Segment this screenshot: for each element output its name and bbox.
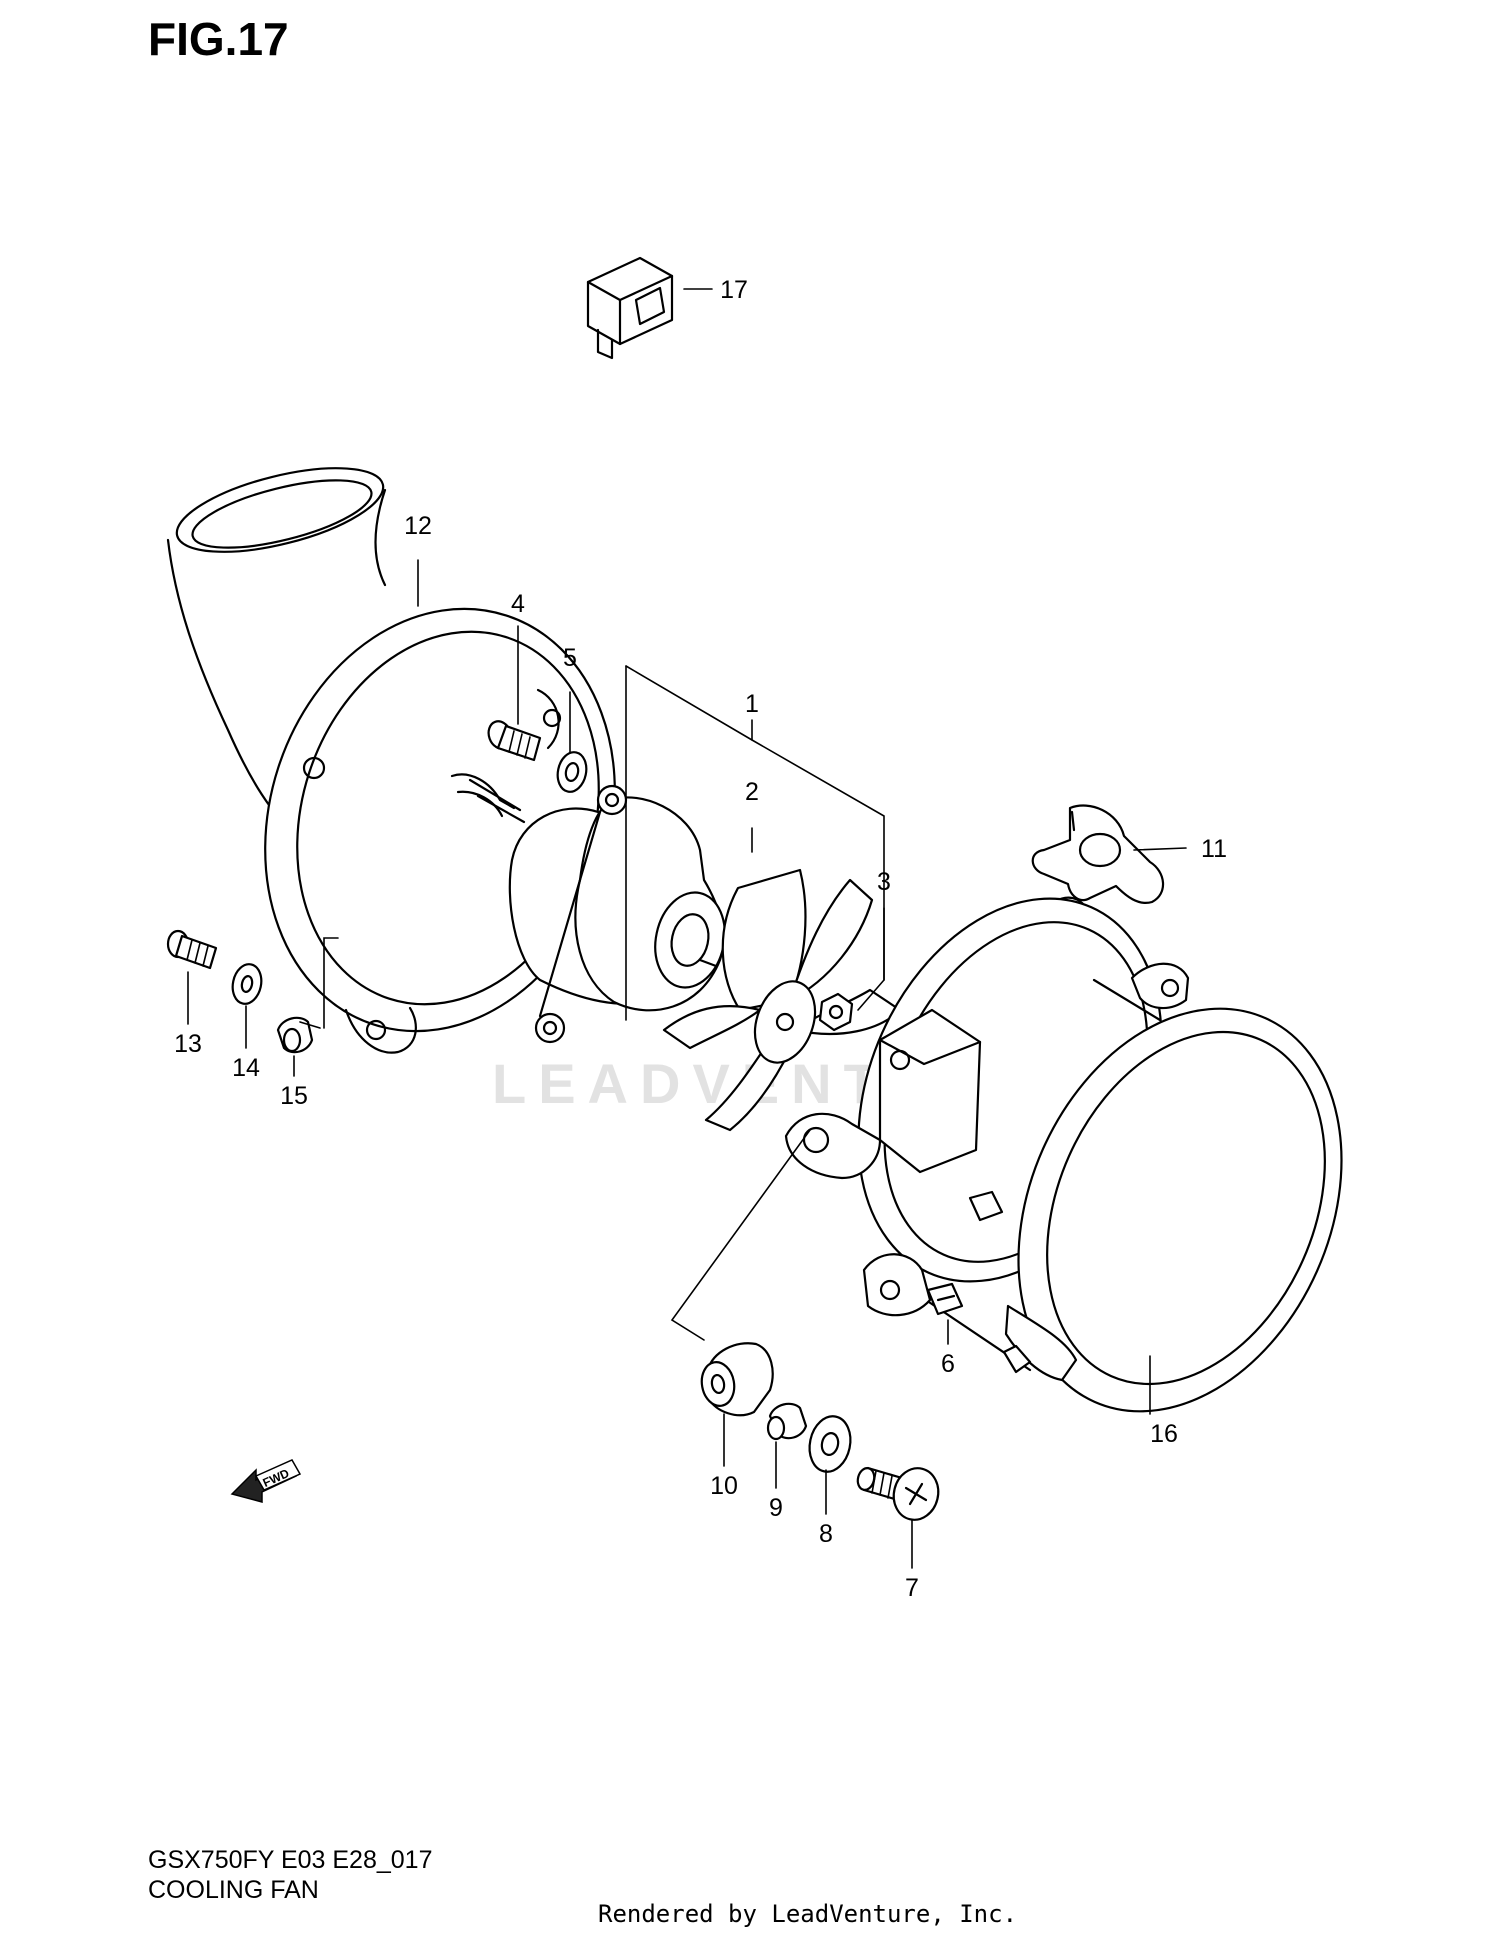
part-2-fan-blade <box>662 868 902 1132</box>
part-5-washer <box>556 751 588 793</box>
render-credit: Rendered by LeadVenture, Inc. <box>598 1900 1018 1928</box>
callout-16: 16 <box>1150 1420 1178 1448</box>
model-code: GSX750FY E03 E28_017 <box>148 1846 433 1874</box>
callout-3: 3 <box>877 868 891 896</box>
callout-4: 4 <box>511 590 525 618</box>
part-17-relay <box>586 256 674 360</box>
leader-lines <box>187 288 1187 1569</box>
part-16-fan-housing <box>784 897 1343 1413</box>
callout-labels: 1 2 3 4 5 6 7 8 9 10 11 12 13 14 15 16 1… <box>174 276 1227 1602</box>
part-13-bolt <box>166 929 218 970</box>
section-name: COOLING FAN <box>148 1876 319 1904</box>
callout-12: 12 <box>404 512 432 540</box>
callout-17: 17 <box>720 276 748 304</box>
callout-10: 10 <box>710 1472 738 1500</box>
callout-1: 1 <box>745 690 759 718</box>
callout-5: 5 <box>563 644 577 672</box>
callout-11: 11 <box>1201 835 1227 863</box>
part-15-collar <box>276 1016 314 1054</box>
callout-14: 14 <box>232 1054 260 1082</box>
part-10-grommet <box>700 1342 774 1417</box>
part-6-clip <box>926 1282 964 1316</box>
part-1-fan-motor <box>468 778 726 1044</box>
callout-8: 8 <box>819 1520 833 1548</box>
callout-2: 2 <box>745 778 759 806</box>
part-9-collar <box>766 1402 808 1441</box>
callout-7: 7 <box>905 1574 919 1602</box>
fwd-label: FWD <box>261 1466 292 1490</box>
fwd-direction-arrow: FWD <box>230 1459 302 1503</box>
figure-title: FIG.17 <box>148 13 289 65</box>
part-3-nut <box>818 992 854 1032</box>
part-14-washer <box>231 963 263 1005</box>
callout-9: 9 <box>769 1494 783 1522</box>
callout-6: 6 <box>941 1350 955 1378</box>
callout-13: 13 <box>174 1030 202 1058</box>
part-7-screw <box>856 1466 940 1521</box>
callout-15: 15 <box>280 1082 308 1110</box>
part-8-washer <box>808 1415 852 1473</box>
part-4-bolt <box>487 720 542 762</box>
